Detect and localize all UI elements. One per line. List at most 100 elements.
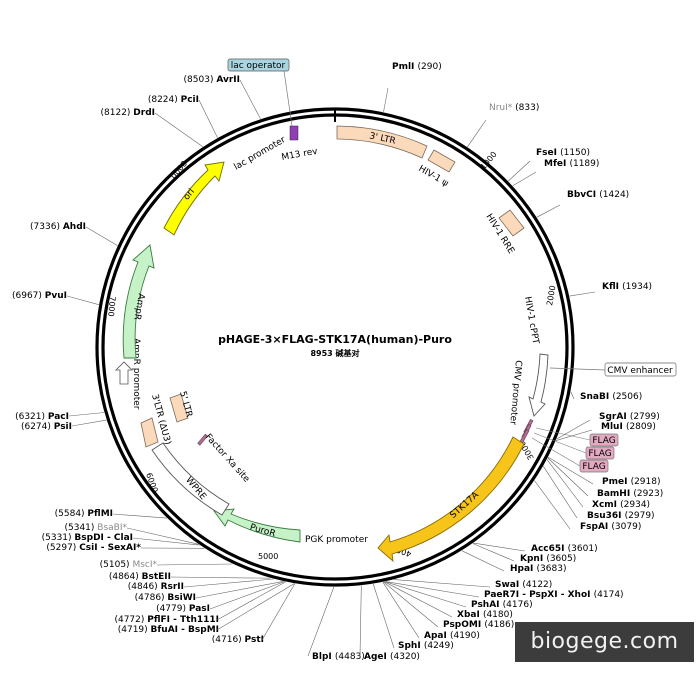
restriction-site-label[interactable]: NruI* (833) <box>489 103 539 113</box>
restriction-site-label[interactable]: FspAI (3079) <box>580 522 641 532</box>
feature-puror[interactable] <box>213 508 301 543</box>
site-leader <box>359 585 362 657</box>
flag-leader-1 <box>535 427 591 441</box>
site-position: (4122) <box>522 580 552 590</box>
restriction-site-label[interactable]: KpnI (3605) <box>520 554 576 564</box>
restriction-site-label[interactable]: (6274) PsiI <box>21 422 72 432</box>
site-leader <box>570 391 575 400</box>
feature-3ltr-du3[interactable] <box>140 417 159 448</box>
site-position: (3683) <box>537 564 567 574</box>
restriction-site-label[interactable]: (4864) BstEII <box>109 572 171 582</box>
feature-rre[interactable] <box>498 209 525 237</box>
restriction-site-label[interactable]: HpaI (3683) <box>510 564 566 574</box>
site-leader <box>508 160 531 182</box>
site-position: (3601) <box>568 544 598 554</box>
restriction-site-label[interactable]: (5331) BspDI - ClaI <box>42 533 133 543</box>
plasmid-size: 8953 碱基对 <box>310 348 359 358</box>
restriction-site-label[interactable]: (8122) DrdI <box>101 108 156 118</box>
restriction-site-label[interactable]: PmlI (290) <box>392 62 442 72</box>
restriction-site-label[interactable]: XbaI (4180) <box>457 610 513 620</box>
cmv-enhancer-label: CMV enhancer <box>607 366 673 376</box>
restriction-site-label[interactable]: SwaI (4122) <box>495 580 552 590</box>
lac-operator-box <box>227 58 290 72</box>
restriction-site-label[interactable]: PmeI (2918) <box>602 477 661 487</box>
restriction-site-label[interactable]: (8224) PciI <box>148 95 199 105</box>
site-position: (1934) <box>622 282 652 292</box>
site-leader <box>394 579 491 588</box>
restriction-site-label[interactable]: BamHI (2923) <box>597 489 663 499</box>
restriction-site-label[interactable]: KflI (1934) <box>602 282 652 292</box>
site-position: (4174) <box>594 590 624 600</box>
restriction-site-label[interactable]: BbvCI (1424) <box>567 190 629 200</box>
restriction-site-label[interactable]: SnaBI (2506) <box>580 392 642 402</box>
site-leader <box>307 586 335 657</box>
site-position: (290) <box>418 62 442 72</box>
site-name: XcmI <box>592 500 620 510</box>
restriction-site-leaders <box>66 79 596 657</box>
site-leader <box>132 537 200 546</box>
restriction-site-label[interactable]: FseI (1150) <box>536 148 590 158</box>
feature-ampr-promoter[interactable] <box>115 361 133 385</box>
restriction-site-label[interactable]: (6967) PvuI <box>12 291 67 301</box>
feature-3ltr[interactable] <box>336 125 428 159</box>
site-name: BamHI <box>597 489 633 499</box>
restriction-site-label[interactable]: (4846) RsrII <box>128 582 184 592</box>
restriction-site-label[interactable]: (4719) BfuAI - BspMI <box>118 625 219 635</box>
feature-cppt-label: HIV-1 cPPT <box>522 296 540 346</box>
feature-ampr[interactable] <box>122 244 155 359</box>
restriction-site-label[interactable]: XcmI (2934) <box>592 500 650 510</box>
restriction-site-label[interactable]: Acc65I (3601) <box>531 544 598 554</box>
restriction-site-label[interactable]: MluI (2809) <box>601 422 656 432</box>
site-leader <box>170 576 271 579</box>
restriction-site-label[interactable]: (8503) AvrII <box>184 75 240 85</box>
site-name: HpaI <box>510 564 537 574</box>
restriction-site-label[interactable]: (6321) PacI <box>15 412 69 422</box>
restriction-site-label[interactable]: (5105) MscI* <box>100 560 158 570</box>
site-leader <box>216 581 286 621</box>
restriction-site-label[interactable]: SphI (4249) <box>398 641 454 651</box>
site-leader <box>154 112 203 147</box>
restriction-site-label[interactable]: (4786) BsiWI <box>135 593 196 603</box>
restriction-site-label[interactable]: (5297) CsiI - SexAI* <box>46 543 141 553</box>
restriction-site-label[interactable]: MfeI (1189) <box>544 159 599 169</box>
restriction-site-label[interactable]: (4779) PasI <box>156 604 210 614</box>
site-name: PciI <box>181 95 199 105</box>
feature-wpre[interactable] <box>151 442 230 516</box>
restriction-site-label[interactable]: (5584) PflMI <box>55 509 113 519</box>
site-name: MscI* <box>132 560 157 570</box>
lac-operator-label: lac operator <box>231 61 286 71</box>
restriction-site-label[interactable]: (7336) AhdI <box>30 222 86 232</box>
site-position: (4719) <box>118 625 151 635</box>
site-position: (1189) <box>569 159 599 169</box>
feature-cmv-promoter[interactable] <box>528 353 549 417</box>
site-position: (5331) <box>42 533 75 543</box>
feature-hiv-psi[interactable] <box>427 149 456 173</box>
feature-stk17a[interactable] <box>377 436 525 563</box>
site-position: (4716) <box>212 635 245 645</box>
feature-5ltr[interactable] <box>169 393 189 423</box>
restriction-site-label[interactable]: (4716) PstI <box>212 635 264 645</box>
site-leader <box>68 412 105 417</box>
restriction-site-label[interactable]: AgeI (4320) <box>364 652 420 662</box>
site-leader <box>198 99 218 138</box>
feature-ampr-promoter-label: AmpR promoter <box>131 338 141 410</box>
factor-xa-marker[interactable] <box>197 433 208 446</box>
feature-m13rev-marker[interactable] <box>289 125 299 141</box>
site-name: MfeI <box>544 159 569 169</box>
restriction-site-label[interactable]: (5341) BsaBI* <box>64 523 127 533</box>
restriction-site-label[interactable]: PshAI (4176) <box>471 600 533 610</box>
restriction-site-label[interactable]: Bsu36I (2979) <box>587 511 655 521</box>
restriction-site-label[interactable]: PaeR7I - PspXI - XhoI (4174) <box>484 590 624 600</box>
restriction-site-label[interactable]: (4772) PflFI - Tth111I <box>114 615 219 625</box>
restriction-site-label[interactable]: ApaI (4190) <box>424 631 480 641</box>
site-name: PvuI <box>45 291 67 301</box>
site-position: (5341) <box>64 523 97 533</box>
plasmid-name: pHAGE-3×FLAG-STK17A(human)-Puro <box>218 333 452 346</box>
restriction-site-label[interactable]: SgrAI (2799) <box>599 412 660 422</box>
site-leader <box>543 466 578 519</box>
restriction-site-label[interactable]: BlpI (4483) <box>312 652 365 662</box>
feature-ori[interactable] <box>163 161 225 236</box>
flag-label-3: FLAG <box>582 462 605 472</box>
site-name: PstI <box>245 635 264 645</box>
restriction-site-label[interactable]: PspOMI (4186) <box>443 620 514 630</box>
